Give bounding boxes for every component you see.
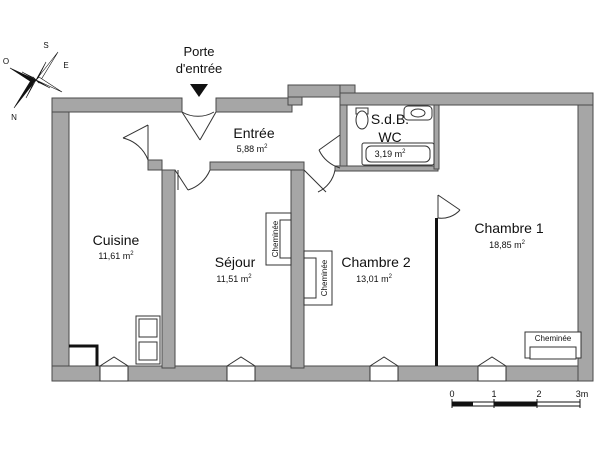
fireplace-chambre1: Cheminée (524, 331, 582, 360)
bathroom-fixtures (355, 105, 435, 166)
entrance-label-1: Porte (183, 44, 214, 59)
compass-east: E (63, 61, 68, 70)
scale-bar: 0 1 2 3m (449, 389, 588, 408)
scale-tick-1: 1 (491, 389, 496, 399)
chambre-partition (435, 218, 438, 366)
room-sejour-area: 11,51 m2 (216, 274, 252, 284)
room-cuisine-name: Cuisine (93, 232, 140, 248)
scale-tick-2: 2 (536, 389, 541, 399)
windows (99, 356, 507, 382)
fireplace-sejour: Cheminée (265, 212, 292, 266)
room-sejour-name: Séjour (215, 254, 256, 270)
room-sdb-name-2: WC (378, 129, 401, 145)
kitchen-sink (135, 315, 161, 365)
room-entree-area: 5,88 m2 (237, 144, 269, 154)
fireplace-sejour-label: Cheminée (271, 220, 280, 257)
room-sdb-area: 3,19 m2 (375, 149, 407, 159)
room-sdb-name-1: S.d.B. (371, 111, 409, 127)
room-entree-name: Entrée (233, 125, 274, 141)
room-chambre1-name: Chambre 1 (474, 220, 543, 236)
room-cuisine-area: 11,61 m2 (98, 251, 134, 261)
room-chambre2-name: Chambre 2 (341, 254, 410, 270)
interior-walls (147, 104, 440, 369)
kitchen-counter (69, 344, 99, 366)
entrance-label-2: d'entrée (176, 61, 223, 76)
fireplace-chambre1-label: Cheminée (535, 334, 572, 343)
compass-north: N (11, 113, 17, 122)
fireplace-chambre2-label: Cheminée (320, 259, 329, 296)
outer-walls (51, 84, 594, 382)
compass-west: O (3, 57, 9, 66)
compass-south: S (43, 41, 48, 50)
room-chambre2-area: 13,01 m2 (356, 274, 393, 284)
doors (122, 111, 461, 219)
entrance-arrow-icon (190, 84, 208, 97)
scale-tick-3: 3m (576, 389, 589, 399)
fireplace-chambre2: Cheminée (303, 250, 333, 306)
scale-tick-0: 0 (449, 389, 454, 399)
compass-rose-icon: N E S O (3, 41, 69, 122)
room-chambre1-area: 18,85 m2 (489, 240, 526, 250)
